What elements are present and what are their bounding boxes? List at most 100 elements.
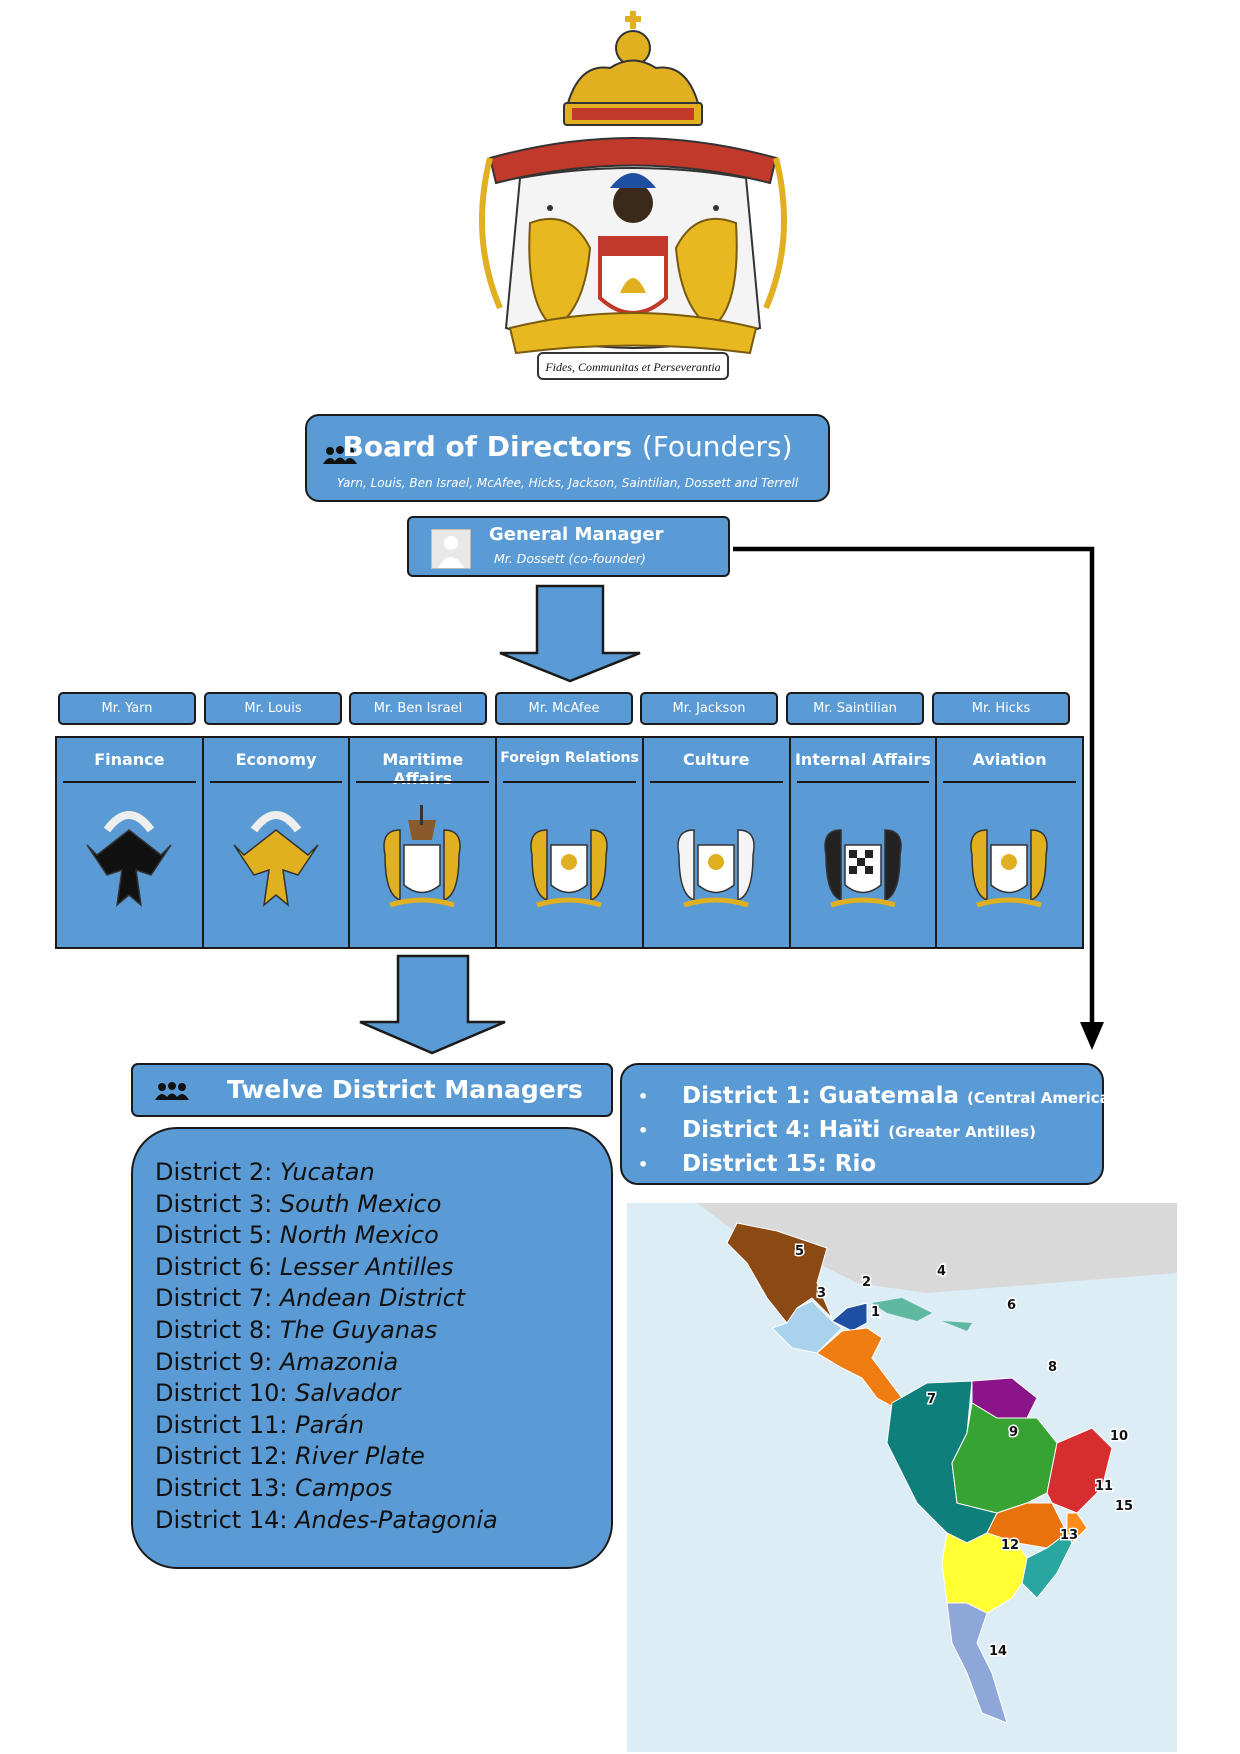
district-name: Yucatan bbox=[279, 1158, 375, 1186]
coat-of-arms: Fides, Communitas et Perseverantia bbox=[460, 8, 806, 398]
board-subtitle: (Founders) bbox=[641, 430, 793, 463]
direct-district-region: (Greater Antilles) bbox=[888, 1123, 1036, 1141]
district-manager-item: District 5: North Mexico bbox=[155, 1220, 498, 1252]
district-number: District 6: bbox=[155, 1252, 273, 1281]
district-number: District 2: bbox=[155, 1158, 273, 1186]
district-name: Andes-Patagonia bbox=[295, 1505, 498, 1534]
bullet: • bbox=[638, 1154, 649, 1174]
unicorns-crest-icon bbox=[677, 829, 755, 908]
district-14-region bbox=[946, 1602, 1008, 1724]
district-12-region bbox=[941, 1532, 1028, 1614]
district-number: District 8: bbox=[155, 1315, 273, 1344]
direct-district-region: (Central America) bbox=[967, 1089, 1117, 1107]
direct-district-name: District 1: Guatemala bbox=[682, 1083, 959, 1109]
department-1: Finance bbox=[57, 738, 204, 947]
district-number: District 9: bbox=[155, 1347, 273, 1376]
department-manager-2: Mr. Louis bbox=[204, 692, 342, 725]
map-district-label: 13 bbox=[1060, 1528, 1078, 1543]
department-2: Economy bbox=[204, 738, 351, 947]
district-name: Andean District bbox=[279, 1284, 466, 1313]
chequy-crest-icon bbox=[823, 829, 902, 908]
district-name: Lesser Antilles bbox=[279, 1252, 454, 1281]
elbow-connector bbox=[733, 546, 1095, 1030]
district-manager-item: District 9: Amazonia bbox=[155, 1347, 498, 1379]
department-manager-1: Mr. Yarn bbox=[58, 692, 196, 725]
department-name: Maritime Affairs bbox=[382, 750, 464, 788]
map-district-label: 8 bbox=[1048, 1360, 1057, 1375]
direct-district-item: • District 15: Rio bbox=[638, 1148, 1117, 1181]
board-members: Yarn, Louis, Ben Israel, McAfee, Hicks, … bbox=[336, 476, 799, 490]
direct-district-item: • District 4: Haïti (Greater Antilles) bbox=[638, 1114, 1117, 1148]
down-arrow-1 bbox=[499, 584, 641, 683]
district-name: River Plate bbox=[295, 1442, 425, 1471]
department-manager-4: Mr. McAfee bbox=[495, 692, 633, 725]
district-1-region bbox=[816, 1327, 903, 1409]
district-name: North Mexico bbox=[279, 1221, 439, 1250]
map-district-label: 4 bbox=[937, 1264, 946, 1279]
district-number: District 13: bbox=[155, 1473, 288, 1502]
people-icon bbox=[323, 446, 357, 464]
departments-row: Finance Economy Maritime Affairs Foreign Re… bbox=[55, 736, 1084, 949]
direct-districts-box: • District 1: Guatemala (Central America)… bbox=[620, 1063, 1117, 1185]
district-manager-item: District 6: Lesser Antilles bbox=[155, 1252, 498, 1284]
district-name: South Mexico bbox=[279, 1189, 442, 1218]
department-manager-6: Mr. Saintilian bbox=[786, 692, 924, 725]
district-number: District 7: bbox=[155, 1284, 273, 1313]
district-manager-item: District 3: South Mexico bbox=[155, 1189, 498, 1221]
map-district-label: 1 bbox=[871, 1305, 880, 1320]
district-number: District 3: bbox=[155, 1189, 273, 1218]
department-name: Internal Affairs bbox=[794, 750, 931, 769]
district-managers-header: Twelve District Managers bbox=[131, 1063, 613, 1117]
map-district-label: 2 bbox=[862, 1275, 871, 1290]
district-manager-item: District 8: The Guyanas bbox=[155, 1315, 498, 1347]
district-number: District 12: bbox=[155, 1442, 288, 1471]
map-district-label: 3 bbox=[817, 1286, 826, 1301]
department-manager-5: Mr. Jackson bbox=[640, 692, 778, 725]
district-number: District 5: bbox=[155, 1221, 273, 1250]
district-manager-item: District 10: Salvador bbox=[155, 1378, 498, 1410]
department-6: Internal Affairs bbox=[791, 738, 938, 947]
direct-district-name: District 4: Haïti bbox=[682, 1117, 881, 1143]
bullet: • bbox=[638, 1086, 649, 1106]
district-managers-title: Twelve District Managers bbox=[227, 1075, 583, 1104]
department-name: Economy bbox=[235, 750, 317, 769]
map-district-label: 14 bbox=[989, 1644, 1007, 1659]
bullet: • bbox=[638, 1120, 649, 1140]
district-name: Amazonia bbox=[279, 1347, 399, 1376]
department-name: Finance bbox=[94, 750, 165, 769]
district-5-region bbox=[726, 1222, 833, 1324]
board-of-directors-box: Board of Directors (Founders) Yarn, Loui… bbox=[305, 414, 830, 502]
lions-crest-icon bbox=[530, 829, 608, 908]
district-manager-item: District 12: River Plate bbox=[155, 1441, 498, 1473]
map-district-label: 9 bbox=[1009, 1425, 1018, 1440]
district-15-region bbox=[1066, 1512, 1088, 1544]
department-7: Aviation bbox=[937, 738, 1082, 947]
department-manager-3: Mr. Ben Israel bbox=[349, 692, 487, 725]
district-10-region bbox=[1046, 1427, 1113, 1514]
direct-district-name: District 15: Rio bbox=[682, 1151, 877, 1177]
district-number: District 11: bbox=[155, 1410, 288, 1439]
district-3-region bbox=[771, 1300, 843, 1354]
elbow-arrowhead bbox=[1080, 1022, 1104, 1050]
person-silhouette-icon bbox=[438, 536, 464, 568]
district-manager-item: District 13: Campos bbox=[155, 1473, 498, 1505]
map-district-label: 12 bbox=[1001, 1538, 1019, 1553]
district-name: The Guyanas bbox=[279, 1315, 438, 1344]
people-icon bbox=[155, 1082, 189, 1100]
department-name: Foreign Relations bbox=[500, 750, 639, 766]
map-district-label: 5 bbox=[795, 1244, 804, 1259]
map-district-label: 7 bbox=[927, 1392, 936, 1407]
direct-district-item: • District 1: Guatemala (Central America) bbox=[638, 1080, 1117, 1114]
department-5: Culture bbox=[644, 738, 791, 947]
department-name: Aviation bbox=[972, 750, 1047, 769]
black-eagle-icon bbox=[86, 811, 172, 907]
gold-eagle-icon bbox=[233, 811, 319, 907]
general-manager-name: Mr. Dossett (co-founder) bbox=[494, 551, 646, 566]
district-manager-item: District 7: Andean District bbox=[155, 1283, 498, 1315]
district-name: Campos bbox=[295, 1473, 393, 1502]
department-manager-7: Mr. Hicks bbox=[932, 692, 1070, 725]
crown-icon bbox=[563, 11, 703, 126]
district-manager-item: District 14: Andes-Patagonia bbox=[155, 1505, 498, 1537]
